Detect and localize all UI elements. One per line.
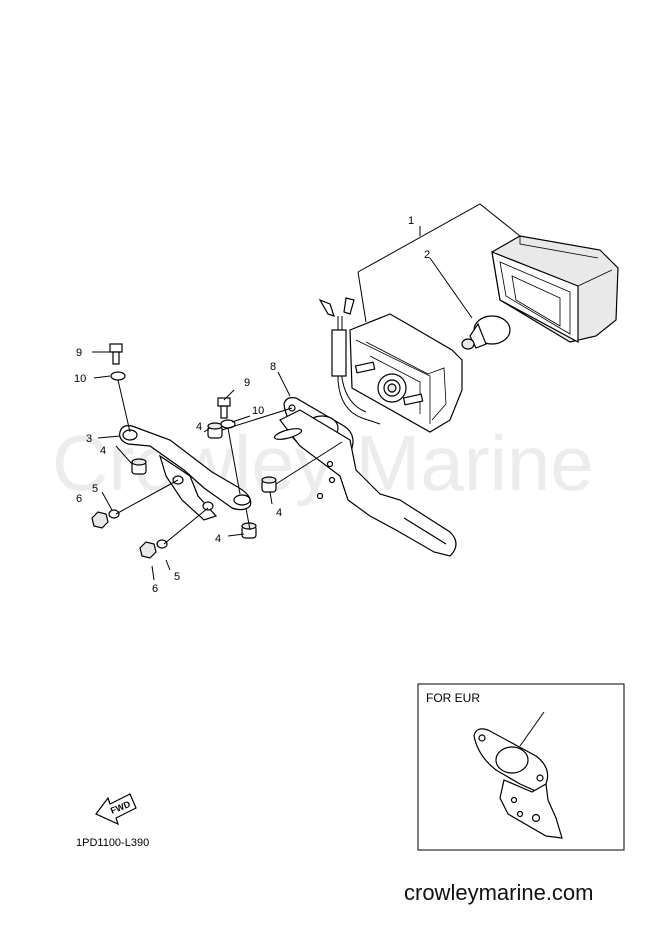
nuts-washers	[91, 509, 168, 559]
bolts-washers	[109, 343, 236, 429]
callout-9b: 9	[244, 377, 250, 389]
light-housing	[318, 297, 463, 433]
callout-9a: 9	[76, 347, 82, 359]
callout-1: 1	[408, 215, 414, 227]
tail-light-lens	[491, 235, 619, 344]
callout-4a: 4	[100, 445, 106, 457]
callout-5a: 5	[92, 483, 98, 495]
site-url: crowleymarine.com	[404, 880, 594, 905]
fwd-arrow-icon: FWD	[95, 793, 137, 826]
callout-2: 2	[424, 249, 430, 261]
diagram-code: 1PD1100-L390	[76, 837, 149, 849]
inset-title: FOR EUR	[426, 691, 480, 705]
callout-8: 8	[270, 361, 276, 373]
callout-4d: 4	[215, 533, 221, 545]
inset-for-eur: FOR EUR	[417, 683, 625, 851]
callout-6b: 6	[152, 583, 158, 595]
callout-6a: 6	[76, 493, 82, 505]
callout-10a: 10	[74, 373, 86, 385]
callout-4c: 4	[276, 507, 282, 519]
light-bulb	[461, 315, 511, 350]
license-bracket	[273, 409, 457, 557]
mounting-stay	[119, 425, 252, 521]
callout-10b: 10	[252, 405, 264, 417]
callout-5b: 5	[174, 571, 180, 583]
callout-3: 3	[86, 433, 92, 445]
callout-4b: 4	[196, 421, 202, 433]
